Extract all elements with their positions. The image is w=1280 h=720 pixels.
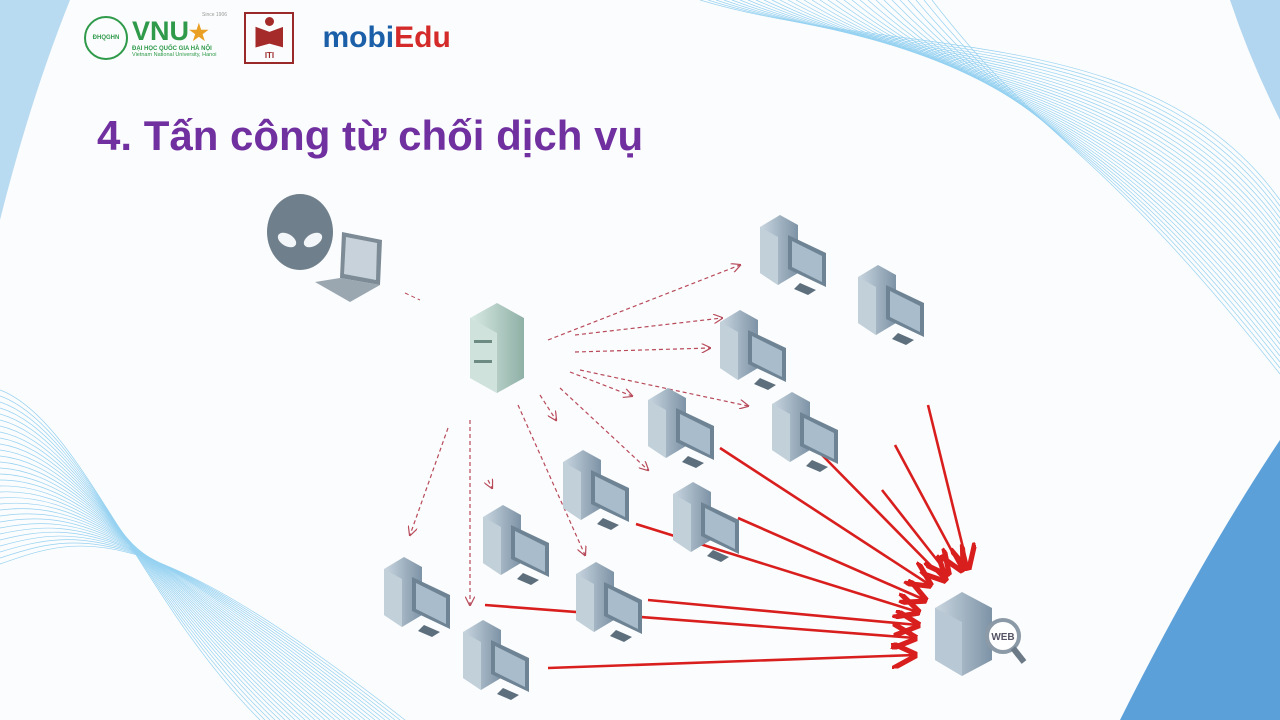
magnifier-icon <box>985 618 1021 654</box>
zombie-computer <box>760 215 826 295</box>
star-icon: ★ <box>189 19 209 45</box>
vnu-name-vi: ĐẠI HỌC QUỐC GIA HÀ NỘI <box>132 45 212 52</box>
command-arrow <box>539 394 556 420</box>
zombie-computer <box>563 450 629 530</box>
attack-arrow <box>737 516 925 600</box>
zombie-computer <box>772 392 838 472</box>
zombie-computer <box>483 505 549 585</box>
zombie-computer <box>576 562 642 642</box>
command-arrow <box>569 371 632 396</box>
vnu-logo: ĐHQGHN VNU★ ĐẠI HỌC QUỐC GIA HÀ NỘI Viet… <box>84 12 227 60</box>
command-arrow <box>410 427 449 535</box>
zombie-computer <box>463 620 529 700</box>
attack-arrow <box>719 446 930 585</box>
attack-arrow <box>647 598 918 625</box>
iti-label: ITI <box>264 50 275 60</box>
zombie-computer <box>673 482 739 562</box>
iti-logo: ITI <box>244 11 295 64</box>
zombie-computer <box>858 265 924 345</box>
command-arrow <box>574 348 710 352</box>
mobiedu-part2: Edu <box>394 20 451 54</box>
attacker <box>267 194 421 302</box>
command-arrow <box>574 318 722 336</box>
command-arrow <box>488 480 492 488</box>
command-arrow <box>547 265 740 341</box>
command-arrow <box>559 387 648 470</box>
handler-server <box>470 303 524 393</box>
logo-bar: ĐHQGHN VNU★ ĐẠI HỌC QUỐC GIA HÀ NỘI Viet… <box>84 10 451 65</box>
command-arrow <box>517 404 585 555</box>
book-icon <box>255 26 284 48</box>
attack-arrow <box>547 655 915 670</box>
vnu-abbr: VNU <box>132 15 190 46</box>
attack-arrow <box>926 404 968 568</box>
zombie-computer <box>648 388 714 468</box>
web-label: WEB <box>991 632 1014 643</box>
web-server-target: WEB <box>935 592 1027 676</box>
zombie-computer <box>720 310 786 390</box>
vnu-name-en: Vietnam National University, Hanoi <box>132 51 217 58</box>
slide-title: 4. Tấn công từ chối dịch vụ <box>97 112 644 159</box>
mobiedu-part1: mobi <box>322 20 395 54</box>
attack-arrow <box>821 454 945 580</box>
vnu-seal: ĐHQGHN <box>84 15 128 60</box>
alien-head-icon <box>267 194 333 270</box>
zombie-computer <box>384 557 450 637</box>
vnu-since: Since 1906 <box>202 12 228 18</box>
attack-arrow <box>484 603 915 638</box>
mobiedu-logo: mobiEdu <box>322 21 450 55</box>
command-arrow <box>579 369 748 406</box>
